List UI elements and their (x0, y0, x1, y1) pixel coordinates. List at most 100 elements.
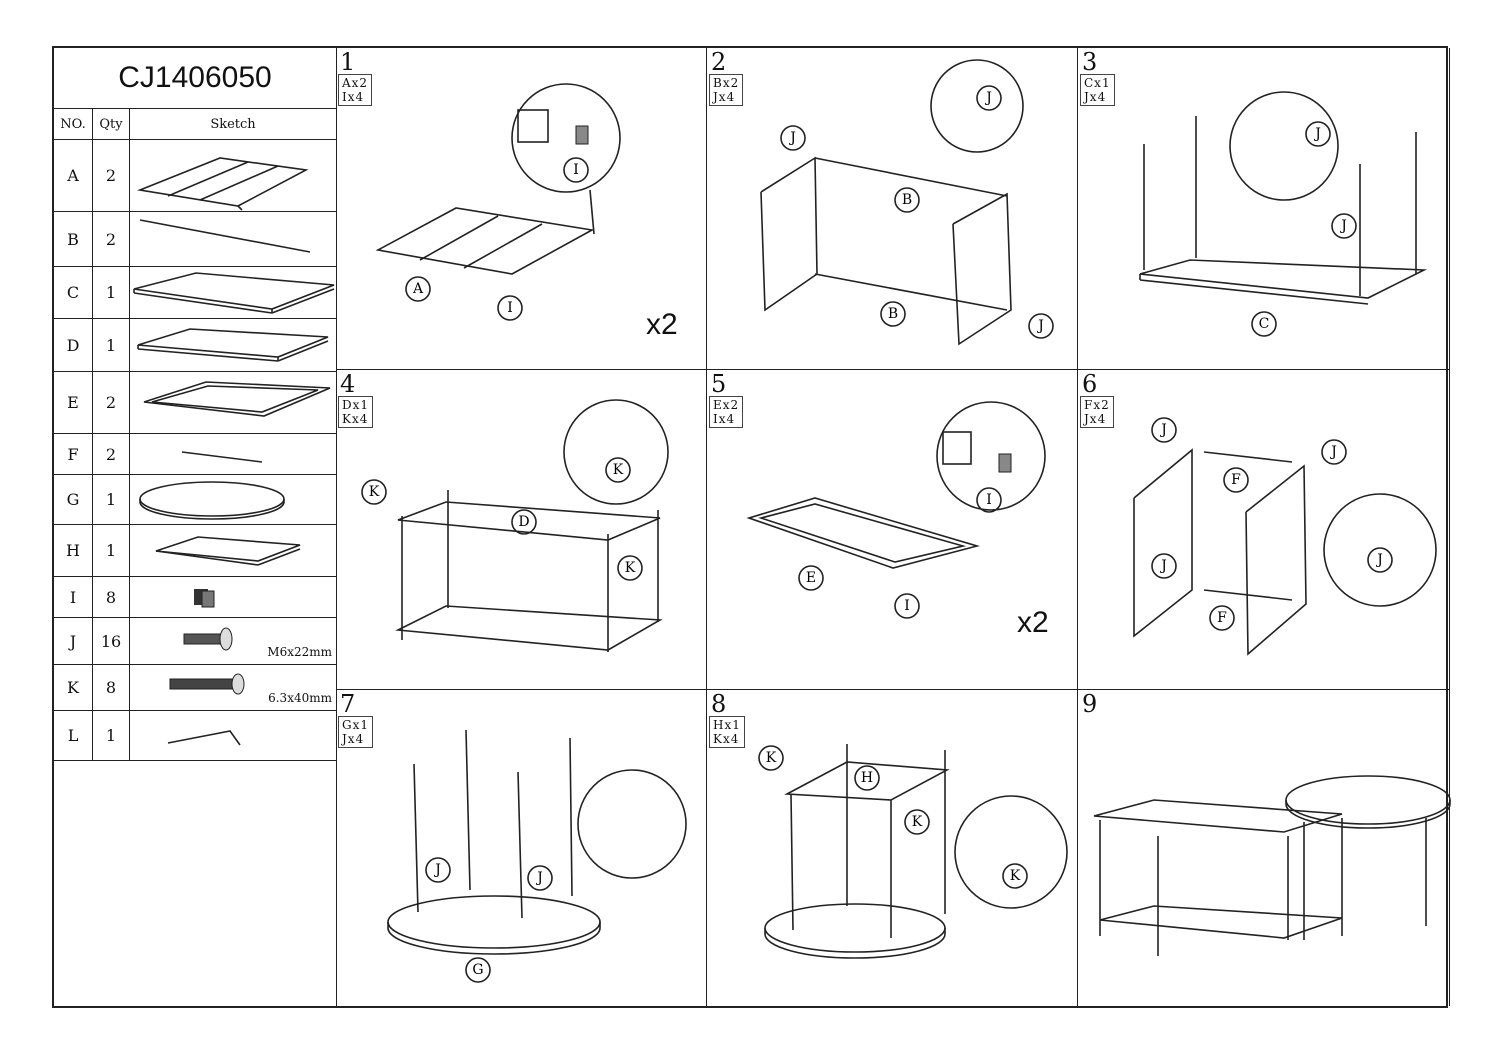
step-multiplier: x2 (646, 308, 678, 341)
rail-f-drawing (181, 451, 263, 463)
callout-i-detail: I (986, 492, 992, 508)
part-row-i: I 8 (54, 577, 336, 618)
part-sketch (130, 212, 336, 266)
part-sketch (130, 475, 336, 524)
instruction-sheet: CJ1406050 NO. Qty Sketch A 2 B 2 (52, 46, 1451, 1008)
callout-g: G (472, 962, 483, 978)
parts-table-header: NO. Qty Sketch (54, 109, 336, 140)
part-sketch (130, 319, 336, 371)
part-no: I (54, 577, 93, 617)
part-qty: 1 (93, 319, 130, 371)
part-qty: 16 (93, 618, 130, 664)
step-8: 8 Hx1 Kx4 K H K K (707, 690, 1078, 1006)
part-no: B (54, 212, 93, 266)
step-number: 3 (1082, 48, 1098, 76)
part-qty: 8 (93, 577, 130, 617)
step-5-diagram: I E I (746, 401, 1046, 619)
part-sketch (130, 434, 336, 474)
part-qty: 2 (93, 212, 130, 266)
part-qty: 1 (93, 475, 130, 524)
callout-j-detail: J (1375, 552, 1383, 568)
callout-i: I (904, 598, 910, 614)
bolt-j-spec: M6x22mm (267, 645, 332, 659)
part-qty: 2 (93, 372, 130, 433)
callout-k: K (912, 814, 923, 830)
part-row-h: H 1 (54, 525, 336, 577)
part-no: D (54, 319, 93, 371)
step-parts: Bx2 Jx4 (709, 74, 744, 106)
rail-b-drawing (139, 219, 311, 253)
callout-j: J (535, 870, 543, 886)
board-d-drawing (137, 328, 329, 362)
part-no: F (54, 434, 93, 474)
allen-key-l-icon (167, 730, 241, 746)
part-row-l: L 1 (54, 711, 336, 761)
step-6-diagram: J F J J F J (1133, 417, 1437, 656)
callout-f: F (1217, 610, 1227, 626)
callout-j: J (1159, 558, 1167, 574)
callout-j-detail: J (1313, 126, 1321, 142)
part-sketch (130, 525, 336, 576)
callout-e: E (806, 570, 816, 586)
header-qty: Qty (93, 109, 130, 139)
callout-j-detail: J (984, 90, 992, 106)
part-no: A (54, 140, 93, 211)
part-no: J (54, 618, 93, 664)
part-row-k: K 8 6.3x40mm (54, 665, 336, 711)
step-parts: Cx1 Jx4 (1080, 74, 1115, 106)
callout-b: B (888, 306, 898, 322)
part-row-e: E 2 (54, 372, 336, 434)
assembly-steps: 1 Ax2 Ix4 A I I x2 2 Bx2 Jx4 (336, 48, 1451, 1006)
step-parts: Ex2 Ix4 (709, 396, 744, 428)
callout-j: J (433, 862, 441, 878)
callout-j: J (1159, 422, 1167, 438)
part-sketch (130, 711, 336, 760)
callout-j: J (1329, 444, 1337, 460)
parts-list: CJ1406050 NO. Qty Sketch A 2 B 2 (54, 48, 337, 1006)
step-9: 9 (1078, 690, 1451, 1006)
callout-k: K (369, 484, 380, 500)
step-1: 1 Ax2 Ix4 A I I x2 (336, 48, 707, 370)
step-parts: Gx1 Jx4 (338, 716, 373, 748)
callout-b: B (902, 192, 912, 208)
callout-a: A (412, 281, 424, 297)
callout-d: D (518, 514, 529, 530)
part-row-a: A 2 (54, 140, 336, 212)
screw-k-spec: 6.3x40mm (268, 691, 332, 705)
step-4: 4 Dx1 Kx4 K D K K (336, 370, 707, 690)
part-sketch: M6x22mm (130, 618, 336, 664)
part-sketch (130, 372, 336, 433)
part-row-c: C 1 (54, 267, 336, 319)
callout-k: K (766, 750, 777, 766)
callout-c: C (1259, 316, 1270, 332)
step-6: 6 Fx2 Jx4 J F J J F J (1078, 370, 1450, 690)
step-number: 9 (1082, 690, 1098, 718)
part-no: L (54, 711, 93, 760)
part-no: E (54, 372, 93, 433)
callout-k-detail: K (613, 462, 624, 478)
callout-j: J (1036, 318, 1044, 334)
part-no: C (54, 267, 93, 318)
callout-j: J (1339, 218, 1347, 234)
part-qty: 2 (93, 434, 130, 474)
step-number: 1 (340, 48, 356, 76)
step-parts: Ax2 Ix4 (338, 74, 373, 106)
step-1-diagram: A I I (375, 83, 621, 321)
part-qty: 8 (93, 665, 130, 710)
part-row-d: D 1 (54, 319, 336, 372)
step-number: 6 (1082, 370, 1098, 398)
callout-k-detail: K (1010, 868, 1021, 884)
frame-a-drawing (137, 157, 309, 211)
header-no: NO. (54, 109, 93, 139)
part-qty: 1 (93, 711, 130, 760)
callout-i-detail: I (573, 162, 579, 178)
callout-h: H (861, 770, 873, 786)
step-parts: Hx1 Kx4 (709, 716, 745, 748)
step-3-diagram: J J C (1139, 91, 1428, 337)
callout-f: F (1231, 472, 1241, 488)
board-h-drawing (155, 536, 301, 566)
step-7: 7 Gx1 Jx4 J J G (336, 690, 707, 1006)
step-9-diagram (1093, 775, 1451, 956)
part-qty: 1 (93, 267, 130, 318)
part-row-g: G 1 (54, 475, 336, 525)
